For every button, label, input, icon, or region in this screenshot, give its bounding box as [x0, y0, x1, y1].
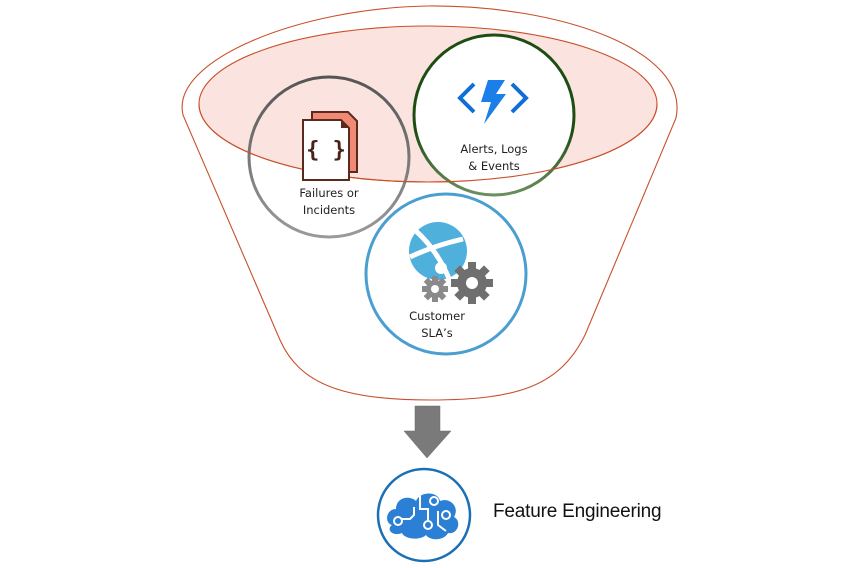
feature-engineering-label: Feature Engineering	[493, 501, 662, 522]
label-line: & Events	[468, 159, 520, 173]
label-line: Incidents	[302, 203, 356, 217]
label-failures: Failures or Incidents	[269, 185, 389, 219]
label-line: Customer	[409, 309, 465, 323]
label-sla: Customer SLA’s	[377, 308, 497, 342]
funnel-mouth-lower-edge	[198, 103, 658, 183]
input-node-failures	[247, 75, 411, 239]
label-line: Failures or	[299, 186, 359, 200]
label-alerts: Alerts, Logs & Events	[434, 141, 554, 175]
down-arrow-icon	[403, 405, 452, 459]
cognitive-brain-icon	[387, 493, 459, 540]
label-line: SLA’s	[421, 326, 453, 340]
input-node-alerts	[412, 33, 576, 197]
funnel-outline	[181, 5, 678, 401]
code-document-icon: { }	[302, 111, 358, 181]
azure-functions-lightning-icon	[457, 80, 529, 124]
svg-text:{ }: { }	[306, 138, 346, 163]
label-line: Alerts, Logs	[460, 142, 528, 156]
